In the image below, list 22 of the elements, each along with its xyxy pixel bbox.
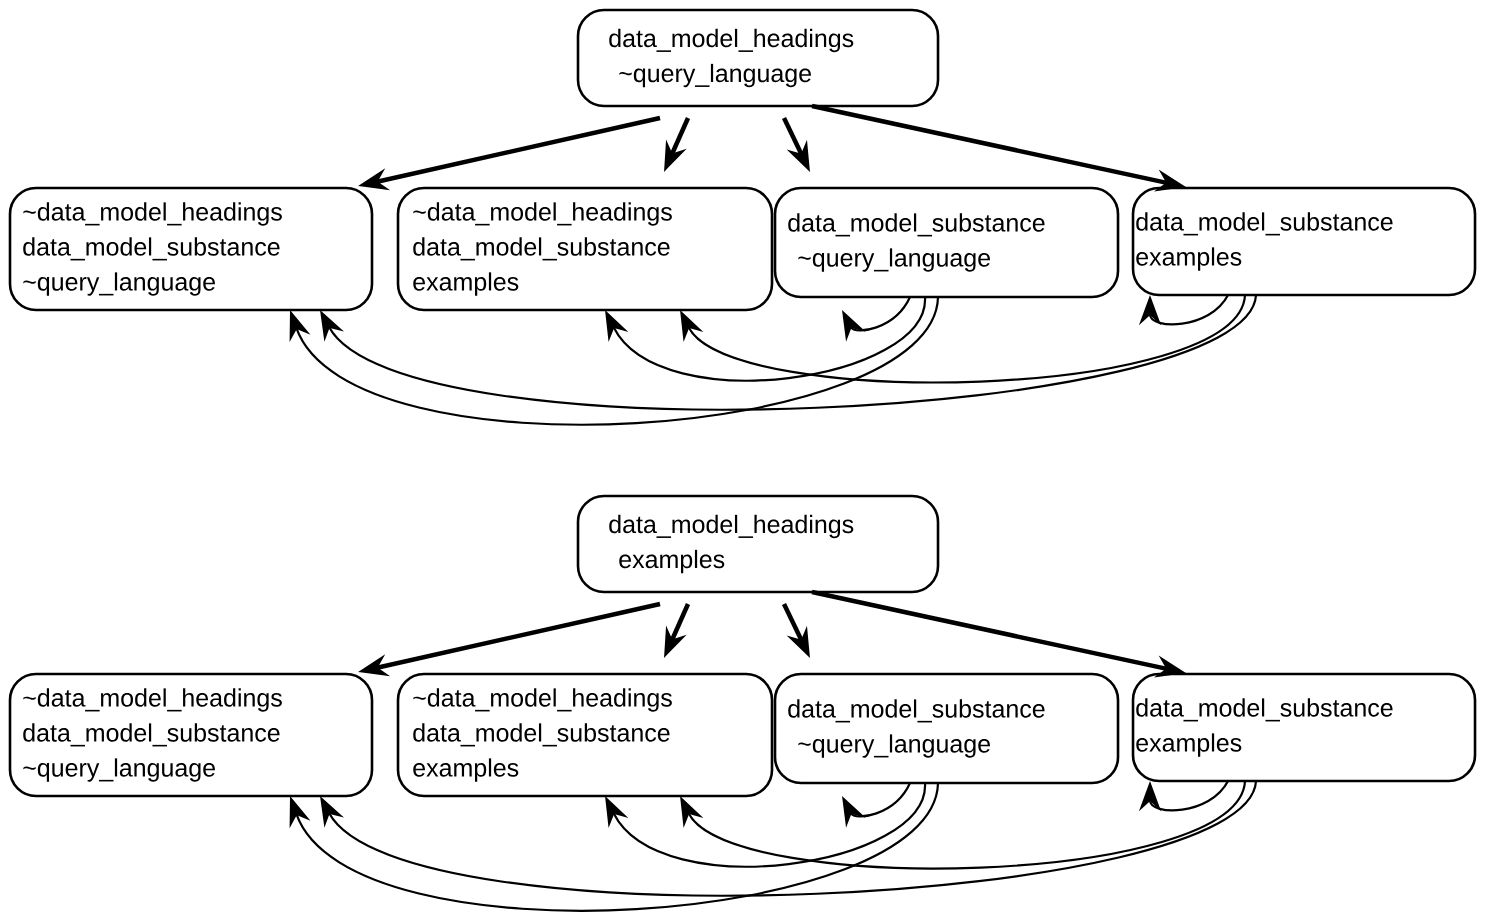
process-box: data_model_headings examples — [576, 494, 940, 594]
process-box: data_model_substance ~query_language — [773, 186, 1120, 299]
arrow — [842, 782, 911, 828]
arrow — [605, 782, 927, 868]
arrow — [842, 296, 911, 342]
arrow — [289, 782, 940, 912]
process-box: data_model_substance ~query_language — [773, 672, 1120, 785]
arrow — [320, 780, 1257, 897]
arrow — [320, 294, 1257, 411]
arrow — [1138, 780, 1229, 812]
process-box: data_model_headings ~query_language — [576, 8, 940, 108]
process-box: data_model_substance examples — [1131, 672, 1477, 783]
process-box: ~data_model_headings data_model_substance ~query_language — [8, 672, 374, 798]
process-box: data_model_substance examples — [1131, 186, 1477, 297]
arrow — [289, 296, 940, 426]
arrow — [1138, 294, 1229, 326]
arrow — [680, 294, 1246, 384]
process-box: ~data_model_headings data_model_substance examples — [396, 186, 774, 312]
arrow — [680, 780, 1246, 870]
process-box: ~data_model_headings data_model_substance ~query_language — [8, 186, 374, 312]
process-box: ~data_model_headings data_model_substance examples — [396, 672, 774, 798]
arrow — [605, 296, 927, 382]
